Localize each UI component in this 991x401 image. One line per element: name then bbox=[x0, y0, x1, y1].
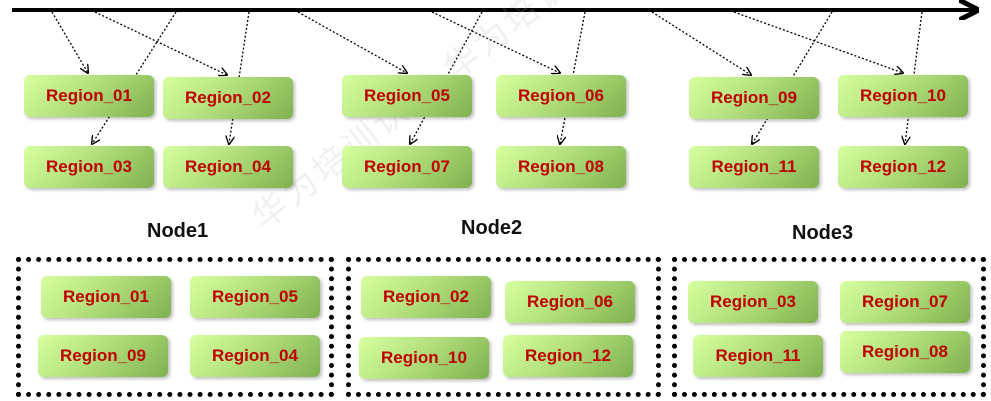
node3-region: Region_07 bbox=[840, 281, 970, 323]
region-block: Region_07 bbox=[342, 146, 472, 188]
node2-region: Region_06 bbox=[505, 281, 635, 323]
region-block: Region_05 bbox=[342, 75, 472, 117]
dotted-arrow bbox=[733, 11, 903, 73]
node2-region: Region_10 bbox=[359, 337, 489, 379]
node3-region: Region_08 bbox=[840, 331, 970, 373]
region-block: Region_11 bbox=[689, 146, 819, 188]
node2-region: Region_02 bbox=[361, 276, 491, 318]
node1-label: Node1 bbox=[147, 220, 209, 242]
region-block: Region_09 bbox=[689, 77, 819, 119]
region-block: Region_02 bbox=[163, 77, 293, 119]
region-block: Region_10 bbox=[838, 75, 968, 117]
dotted-arrow bbox=[651, 11, 751, 75]
region-block: Region_03 bbox=[24, 146, 154, 188]
node3-label: Node3 bbox=[792, 222, 854, 244]
region-block: Region_04 bbox=[163, 146, 293, 188]
node1-region: Region_09 bbox=[38, 335, 168, 377]
region-block: Region_01 bbox=[24, 75, 154, 117]
dotted-arrow bbox=[51, 11, 88, 73]
node1-container bbox=[16, 257, 334, 397]
region-block: Region_12 bbox=[838, 146, 968, 188]
node1-region: Region_04 bbox=[190, 335, 320, 377]
region-block: Region_08 bbox=[496, 146, 626, 188]
node2-container bbox=[346, 257, 661, 397]
node3-region: Region_11 bbox=[693, 335, 823, 377]
node2-region: Region_12 bbox=[503, 335, 633, 377]
node3-container bbox=[672, 257, 986, 397]
dotted-arrow bbox=[410, 11, 483, 144]
region-block: Region_06 bbox=[496, 75, 626, 117]
node3-region: Region_03 bbox=[688, 281, 818, 323]
dotted-arrow bbox=[297, 11, 407, 73]
node1-region: Region_05 bbox=[190, 276, 320, 318]
node2-label: Node2 bbox=[461, 217, 523, 239]
node1-region: Region_01 bbox=[41, 276, 171, 318]
dotted-arrow bbox=[94, 11, 227, 75]
